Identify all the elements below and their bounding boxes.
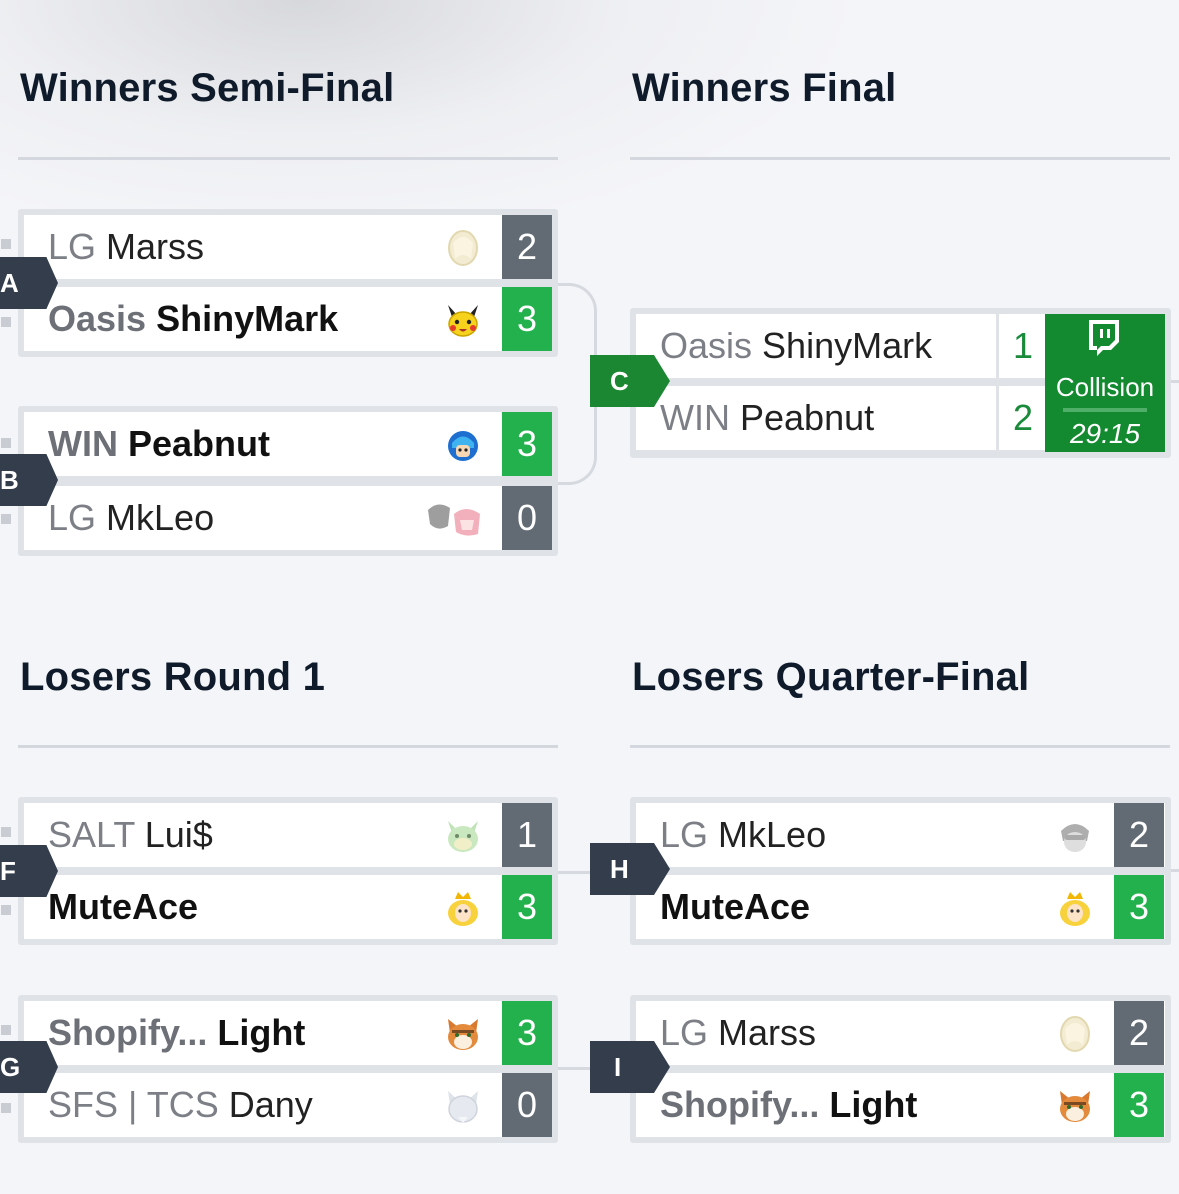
joker-pyra-icon [428,504,480,536]
player-sponsor: Oasis [48,298,147,339]
match-tag-f[interactable]: F [0,845,58,897]
player-name: Peabnut [740,397,875,438]
player-sponsor: Shopify... [48,1012,208,1053]
score-badge: 3 [1114,875,1164,939]
score-value: 2 [1012,397,1034,438]
score-badge: 2 [1114,803,1164,867]
player-name: MkLeo [106,497,215,538]
player-slot[interactable]: LG MkLeo 0 [24,486,552,550]
player-name: Light [829,1084,918,1125]
player-slot[interactable]: SFS | TCS Dany 0 [24,1073,552,1137]
player-sponsor: LG [48,497,97,538]
player-slot[interactable]: SALT Lui$ 1 [24,803,552,867]
player-sponsor: LG [660,814,709,855]
player-name: ShinyMark [156,298,339,339]
player-sponsor: LG [660,1012,709,1053]
player-name: Dany [228,1084,313,1125]
round-divider [630,745,1170,748]
player-name: MuteAce [48,886,199,927]
bowser-jr-icon [448,821,478,852]
player-slot[interactable]: MuteAce 3 [636,875,1165,939]
round-title: Losers Quarter-Final [632,655,1030,699]
player-name: ShinyMark [762,325,933,366]
player-sponsor: SFS | TCS [48,1084,219,1125]
player-sponsor: Shopify... [660,1084,820,1125]
peach-icon [448,892,478,926]
score-badge: 0 [502,1073,552,1137]
player-slot[interactable]: WIN Peabnut 3 [24,412,552,476]
match-tag-i[interactable]: I [590,1041,670,1093]
match-tag-b[interactable]: B [0,454,58,506]
player-name: Light [217,1012,306,1053]
score-badge: 2 [502,215,552,279]
player-slot[interactable]: WIN Peabnut [636,386,1046,450]
player-name: MkLeo [718,814,827,855]
player-name: Marss [718,1012,817,1053]
player-slot[interactable]: Shopify... Light 3 [24,1001,552,1065]
mega-man-icon [448,431,478,461]
player-slot[interactable]: Oasis ShinyMark [636,314,1046,378]
score-badge: 3 [502,287,552,351]
score-badge: 3 [502,875,552,939]
round-divider [630,157,1170,160]
stream-time: 29:15 [1069,418,1141,449]
round-divider [18,745,558,748]
player-name: Peabnut [128,423,271,464]
score-value: 1 [1012,325,1034,366]
twitch-icon [1089,320,1119,356]
score-badge: 1 [502,803,552,867]
round-title: Winners Final [632,66,897,110]
score-badge: 3 [502,1001,552,1065]
player-slot[interactable]: LG Marss 2 [636,1001,1165,1065]
score-badge: 3 [502,412,552,476]
stream-channel: Collision [1055,372,1155,402]
round-title: Winners Semi-Final [20,66,395,110]
score-badge: 2 [1114,1001,1164,1065]
bracket-connector [1167,869,1179,872]
fox-icon [1060,1091,1090,1122]
wolf-icon [448,1091,478,1123]
player-sponsor: LG [48,226,97,267]
bracket-connector [1167,380,1179,383]
player-slot[interactable]: LG Marss 2 [24,215,552,279]
player-sponsor: Oasis [660,325,753,366]
player-sponsor: SALT [48,814,135,855]
match-tag-c[interactable]: C [590,355,670,407]
player-name: Lui$ [144,814,213,855]
round-title: Losers Round 1 [20,655,326,699]
zelda-icon [1060,1016,1090,1052]
player-sponsor: WIN [660,397,730,438]
player-slot[interactable]: Shopify... Light 3 [636,1073,1165,1137]
player-slot[interactable]: LG MkLeo 2 [636,803,1165,867]
player-slot[interactable]: Oasis ShinyMark 3 [24,287,552,351]
round-divider [18,157,558,160]
pikachu-icon [448,305,478,337]
peach-icon [1060,892,1090,926]
player-name: MuteAce [660,886,811,927]
match-tag-a[interactable]: A [0,257,58,309]
match-tag-g[interactable]: G [0,1041,58,1093]
player-sponsor: WIN [48,423,118,464]
player-name: Marss [106,226,205,267]
player-slot[interactable]: MuteAce 3 [24,875,552,939]
score-badge: 0 [502,486,552,550]
match-tag-h[interactable]: H [590,843,670,895]
score-badge: 3 [1114,1073,1164,1137]
fox-icon [448,1019,478,1050]
stream-link[interactable]: Collision 29:15 [1045,314,1165,452]
joker-icon [1061,824,1089,852]
zelda-icon [448,230,478,266]
